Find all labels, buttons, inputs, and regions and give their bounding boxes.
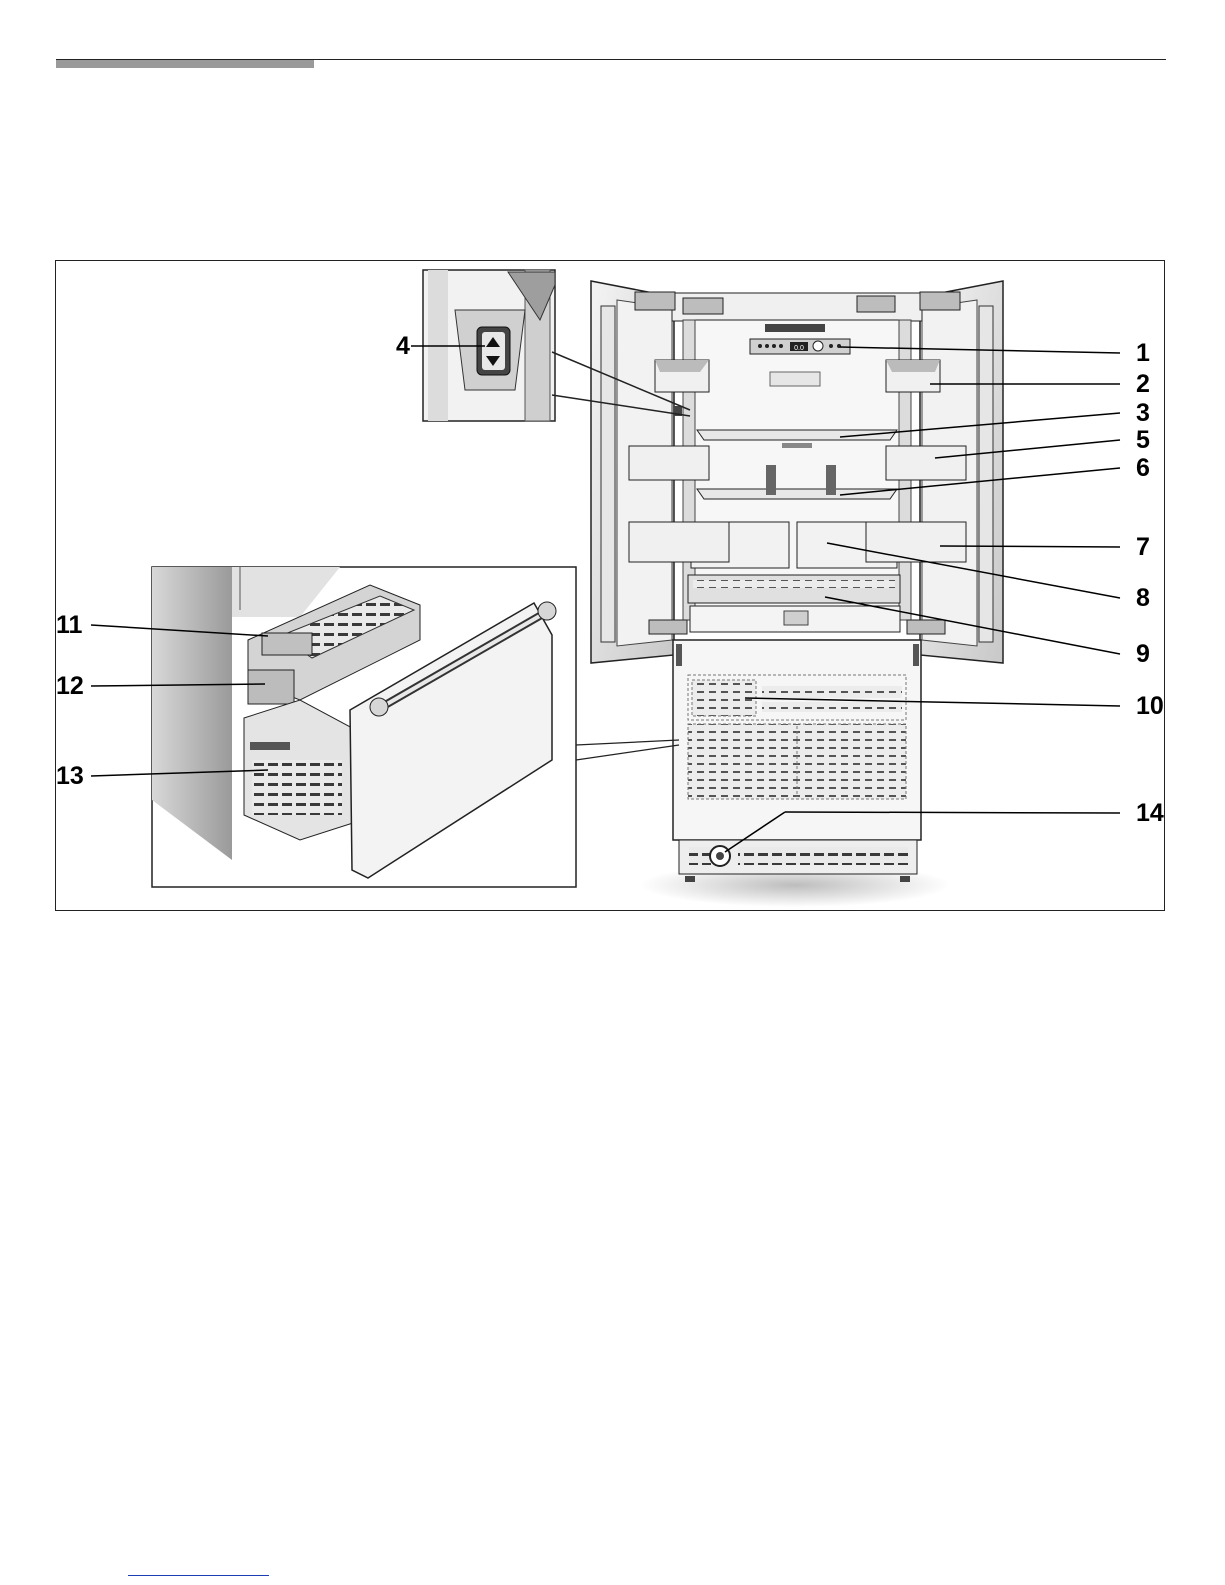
- callout-6: 6: [1136, 454, 1150, 482]
- footer-link-underline[interactable]: [128, 1575, 269, 1576]
- callout-8: 8: [1136, 584, 1150, 612]
- callout-14: 14: [1136, 799, 1164, 827]
- callout-5: 5: [1136, 426, 1150, 454]
- callout-1: 1: [1136, 339, 1150, 367]
- callout-9: 9: [1136, 640, 1150, 668]
- callout-7: 7: [1136, 533, 1150, 561]
- callout-12: 12: [56, 672, 84, 700]
- display-readout: 0.0: [794, 345, 804, 352]
- callout-2: 2: [1136, 370, 1150, 398]
- callout-11: 11: [56, 611, 83, 639]
- callout-4: 4: [396, 332, 410, 360]
- callout-3: 3: [1136, 399, 1150, 427]
- callout-10: 10: [1136, 692, 1164, 720]
- callout-13: 13: [56, 762, 84, 790]
